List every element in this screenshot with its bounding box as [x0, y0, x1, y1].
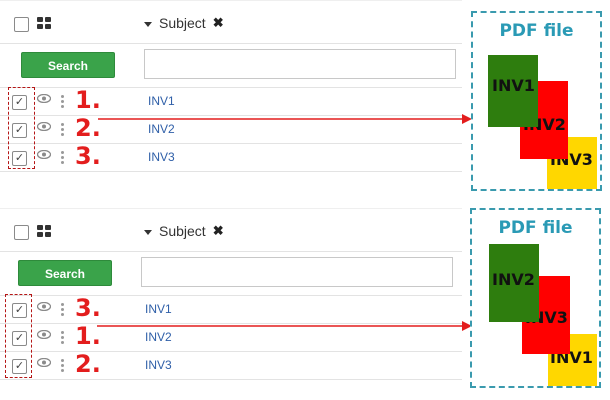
- subject-link[interactable]: INV1: [145, 302, 172, 316]
- row-menu-icon[interactable]: [61, 303, 65, 317]
- subject-link[interactable]: INV3: [145, 358, 172, 372]
- subject-header-label: Subject: [159, 15, 206, 31]
- table-row[interactable]: ✓ 3. INV1: [0, 294, 462, 324]
- row-checkbox[interactable]: ✓: [12, 151, 27, 166]
- table-row[interactable]: ✓ 1. INV2: [0, 322, 462, 352]
- row-menu-icon[interactable]: [61, 359, 65, 373]
- grid-header: Subject ✖: [0, 0, 462, 44]
- subject-link[interactable]: INV3: [148, 150, 175, 164]
- subject-column-header[interactable]: Subject ✖: [144, 15, 224, 31]
- eye-icon[interactable]: [37, 330, 51, 339]
- checkbox-selection-highlight: [8, 87, 35, 169]
- pdf-file-preview-2: PDF file INV1 INV3 INV2: [470, 208, 601, 388]
- search-button[interactable]: Search: [21, 52, 115, 78]
- eye-icon[interactable]: [37, 302, 51, 311]
- pdf-file-title: PDF file: [498, 218, 573, 238]
- pdf-file-title: PDF file: [499, 21, 574, 41]
- eye-icon[interactable]: [37, 150, 51, 159]
- subject-header-label: Subject: [159, 223, 206, 239]
- row-checkbox[interactable]: ✓: [12, 95, 27, 110]
- subject-link[interactable]: INV2: [148, 122, 175, 136]
- filter-row: Search: [0, 252, 462, 296]
- subject-filter-input[interactable]: [144, 49, 456, 79]
- grid-panel-1: Subject ✖ Search ✓ 1. INV1 ✓ 2. INV2 ✓ 3…: [0, 0, 462, 180]
- selection-order-number: 1.: [75, 322, 101, 350]
- select-all-checkbox[interactable]: [14, 225, 29, 240]
- arrow-to-pdf-2: [97, 321, 472, 331]
- pdf-file-preview-1: PDF file INV3 INV2 INV1: [471, 11, 602, 191]
- table-row[interactable]: ✓ 3. INV3: [0, 142, 462, 172]
- row-menu-icon[interactable]: [61, 95, 65, 109]
- table-row[interactable]: ✓ 2. INV3: [0, 350, 462, 380]
- row-menu-icon[interactable]: [61, 331, 65, 345]
- row-menu-icon[interactable]: [61, 123, 65, 137]
- grid-view-icon[interactable]: [37, 17, 52, 30]
- select-all-checkbox[interactable]: [14, 17, 29, 32]
- checkbox-selection-highlight: [5, 294, 32, 378]
- grid-header: Subject ✖: [0, 208, 462, 252]
- grid-view-icon[interactable]: [37, 225, 52, 238]
- selection-order-number: 1.: [75, 86, 101, 114]
- subject-link[interactable]: INV1: [148, 94, 175, 108]
- table-row[interactable]: ✓ 1. INV1: [0, 86, 462, 116]
- search-button[interactable]: Search: [18, 260, 112, 286]
- grid-panel-2: Subject ✖ Search ✓ 3. INV1 ✓ 1. INV2 ✓ 2…: [0, 208, 462, 388]
- eye-icon[interactable]: [37, 94, 51, 103]
- selection-order-number: 2.: [75, 350, 101, 378]
- eye-icon[interactable]: [37, 122, 51, 131]
- remove-column-icon[interactable]: ✖: [212, 223, 224, 238]
- eye-icon[interactable]: [37, 358, 51, 367]
- subject-link[interactable]: INV2: [145, 330, 172, 344]
- subject-column-header[interactable]: Subject ✖: [144, 223, 224, 239]
- selection-order-number: 2.: [75, 114, 101, 142]
- sort-caret-icon[interactable]: [144, 229, 152, 235]
- pdf-page: INV2: [489, 244, 539, 322]
- row-checkbox[interactable]: ✓: [12, 331, 27, 346]
- arrow-to-pdf-1: [98, 114, 472, 124]
- selection-order-number: 3.: [75, 142, 101, 170]
- filter-row: Search: [0, 44, 462, 88]
- row-checkbox[interactable]: ✓: [12, 303, 27, 318]
- subject-filter-input[interactable]: [141, 257, 453, 287]
- sort-caret-icon[interactable]: [144, 21, 152, 27]
- row-checkbox[interactable]: ✓: [12, 123, 27, 138]
- pdf-page: INV1: [488, 55, 538, 127]
- row-menu-icon[interactable]: [61, 151, 65, 165]
- selection-order-number: 3.: [75, 294, 101, 322]
- row-checkbox[interactable]: ✓: [12, 359, 27, 374]
- table-row[interactable]: ✓ 2. INV2: [0, 114, 462, 144]
- remove-column-icon[interactable]: ✖: [212, 15, 224, 30]
